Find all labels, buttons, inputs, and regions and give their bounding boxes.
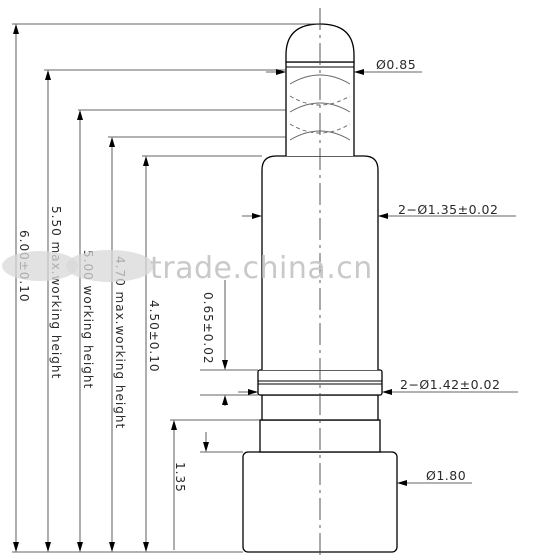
max-working-height-label: 5.50 max.working height [49,206,63,379]
svg-text:trade.china.cn: trade.china.cn [150,251,373,286]
pin-body [242,8,398,556]
barrel-diameter-label: 2−Ø1.35±0.02 [398,202,498,217]
working-height-label: 5.00 working height [81,250,95,389]
vertical-dimensions [12,23,320,553]
barrel-length-label: 4.50±0.10 [147,300,161,373]
flange-height-label: 0.65±0.02 [201,292,215,365]
tip-diameter-label: Ø0.85 [376,57,416,72]
base-height-label: 1.35 [173,462,187,493]
barrel-max-working-height-label: 4.70 max.working height [113,256,127,429]
flange-diameter-label: 2−Ø1.42±0.02 [400,377,500,392]
watermark: trade.china.cn [2,250,373,286]
diameter-leaders [238,69,518,486]
base-diameter-label: Ø1.80 [426,468,466,483]
